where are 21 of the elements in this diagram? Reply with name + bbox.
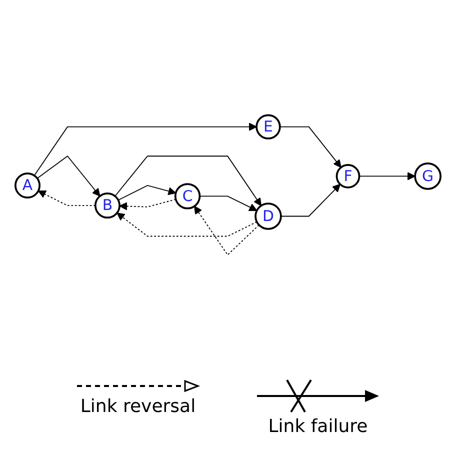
legend-label: Link reversal bbox=[80, 396, 196, 417]
arrow bbox=[38, 190, 96, 206]
node-circle: G bbox=[414, 162, 442, 190]
arrow bbox=[119, 198, 176, 210]
arrow bbox=[34, 122, 257, 176]
arrow bbox=[118, 184, 176, 201]
arrow bbox=[114, 156, 262, 206]
node-circle: D bbox=[254, 202, 282, 230]
arrow bbox=[199, 196, 258, 212]
arrow bbox=[279, 126, 342, 168]
legend-label: Link failure bbox=[268, 416, 368, 437]
node-circle: A bbox=[14, 172, 40, 198]
node-circle: F bbox=[336, 164, 360, 188]
node-circle: C bbox=[174, 183, 201, 210]
arrow bbox=[358, 172, 416, 180]
node-circle: B bbox=[94, 192, 120, 219]
arrow bbox=[194, 206, 260, 256]
arrow bbox=[36, 155, 100, 196]
node-circle: E bbox=[256, 114, 281, 140]
arrow bbox=[116, 212, 258, 237]
arrow bbox=[280, 184, 340, 217]
